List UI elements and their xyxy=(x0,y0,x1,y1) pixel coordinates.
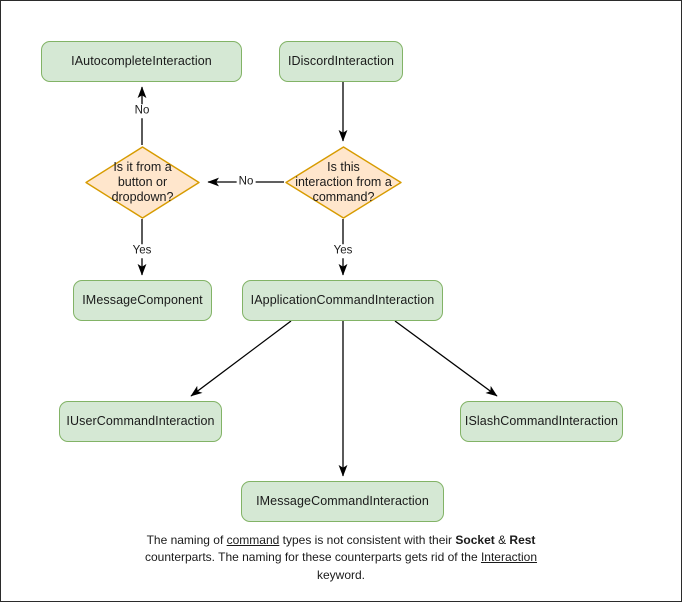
node-label: IAutocompleteInteraction xyxy=(71,53,212,68)
caption-underline-command: command xyxy=(226,533,280,547)
node-decision-from-command[interactable]: Is this interaction from a command? xyxy=(285,146,402,219)
caption-line1-part2: types is not consistent with their xyxy=(279,533,453,547)
node-discord-interaction[interactable]: IDiscordInteraction xyxy=(279,41,403,82)
node-decision-button-or-dropdown[interactable]: Is it from a button or dropdown? xyxy=(85,146,200,219)
edge-label-no-up: No xyxy=(132,104,152,118)
node-application-command-interaction[interactable]: IApplicationCommandInteraction xyxy=(242,280,443,321)
edge-label-yes-right: Yes xyxy=(331,244,355,258)
caption-line3-part1: counterparts gets rid of the xyxy=(334,550,481,565)
node-label: IMessageComponent xyxy=(82,292,203,307)
caption-bold-socket: Socket xyxy=(455,533,495,547)
node-label: IDiscordInteraction xyxy=(287,53,395,68)
diamond-shape xyxy=(85,146,200,219)
node-label: IUserCommandInteraction xyxy=(66,413,215,428)
node-label: IApplicationCommandInteraction xyxy=(250,292,435,307)
node-message-component[interactable]: IMessageComponent xyxy=(73,280,212,321)
edge-app-command-to-slash-command xyxy=(394,320,498,397)
node-slash-command-interaction[interactable]: ISlashCommandInteraction xyxy=(460,401,623,442)
diamond-shape xyxy=(285,146,402,219)
diagram-caption: The naming of command types is not consi… xyxy=(126,532,556,584)
node-label: IMessageCommandInteraction xyxy=(256,493,429,508)
node-label: ISlashCommandInteraction xyxy=(464,413,619,428)
caption-line1-part1: The naming of xyxy=(146,533,227,547)
edge-label-yes-left: Yes xyxy=(130,244,154,258)
node-user-command-interaction[interactable]: IUserCommandInteraction xyxy=(59,401,222,442)
caption-ampersand: & xyxy=(494,533,510,547)
node-message-command-interaction[interactable]: IMessageCommandInteraction xyxy=(241,481,444,522)
edge-label-no-left: No xyxy=(236,175,256,189)
caption-line2-rest: counterparts. The naming for these xyxy=(144,550,332,565)
node-label: Is this interaction from a command? xyxy=(295,159,392,205)
node-label: Is it from a button or dropdown? xyxy=(111,159,174,205)
caption-underline-interaction: Interaction xyxy=(480,550,538,565)
node-autocomplete-interaction[interactable]: IAutocompleteInteraction xyxy=(41,41,242,82)
edge-app-command-to-user-command xyxy=(190,320,292,397)
caption-line3-part2: keyword. xyxy=(316,567,366,582)
caption-bold-rest: Rest xyxy=(509,533,536,547)
